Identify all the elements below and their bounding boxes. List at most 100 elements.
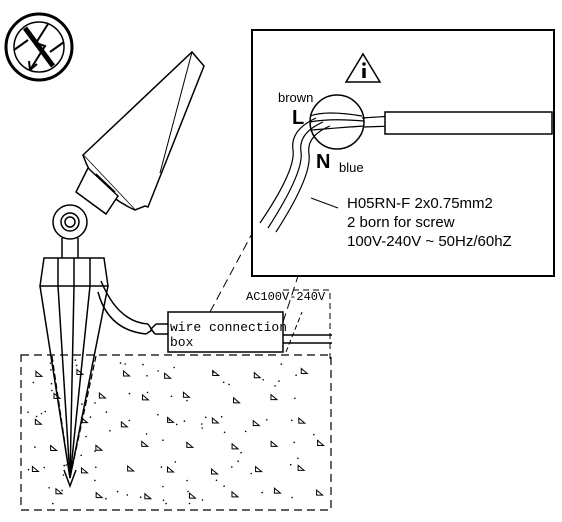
soil-dot <box>183 420 186 422</box>
no-high-voltage-prohibition-icon <box>4 12 74 82</box>
ground-soil <box>20 354 332 511</box>
soil-mark <box>316 489 324 496</box>
soil-mark <box>300 367 309 374</box>
soil-dot <box>168 419 171 421</box>
soil-dot <box>278 380 280 382</box>
soil-dot <box>50 382 53 385</box>
soil-mark <box>317 439 325 447</box>
soil-mark <box>255 465 263 473</box>
soil-dot <box>291 496 293 499</box>
soil-dot <box>62 474 65 476</box>
soil-dot <box>109 430 111 432</box>
soil-mark <box>188 492 197 499</box>
soil-mark <box>98 391 107 399</box>
soil-dot <box>145 433 148 435</box>
soil-dot <box>51 389 53 392</box>
terminal-n-label: N <box>316 151 330 173</box>
wiring-detail-inset: brown L N blue H05RN-F 2x0.75mm2 2 born … <box>251 29 555 277</box>
soil-dot <box>231 466 233 468</box>
soil-dot <box>262 379 265 381</box>
soil-dot <box>313 433 315 436</box>
soil-mark <box>120 420 129 428</box>
soil-dot <box>291 419 293 422</box>
soil-mark <box>123 369 131 377</box>
soil-dot <box>223 431 226 434</box>
soil-dot <box>188 502 191 505</box>
spotlight-head <box>81 50 205 211</box>
soil-dot <box>74 359 77 361</box>
soil-dot <box>48 487 50 489</box>
ground-spike <box>39 257 109 489</box>
soil-dot <box>146 391 149 394</box>
soil-dot <box>162 439 164 442</box>
soil-mark <box>270 440 279 447</box>
soil-mark <box>53 392 62 399</box>
soil-dot <box>81 403 83 405</box>
soil-mark <box>55 487 64 495</box>
soil-mark <box>127 464 136 472</box>
soil-dot <box>294 397 296 400</box>
soil-mark <box>298 417 307 424</box>
soil-dot <box>44 410 46 413</box>
lamp-cable <box>97 280 168 335</box>
soil-mark <box>253 371 262 379</box>
soil-dot <box>128 392 131 395</box>
cable-spec-text: H05RN-F 2x0.75mm2 <box>347 195 493 212</box>
callout-leader-lines <box>209 229 301 323</box>
soil-mark <box>167 465 175 473</box>
soil-dot <box>223 485 225 487</box>
soil-dot <box>250 472 252 475</box>
spike-embedded-section <box>51 355 97 479</box>
soil-dot <box>157 413 159 416</box>
soil-dot <box>240 451 242 454</box>
wire-connection-box <box>167 311 284 353</box>
soil-dot <box>293 441 296 444</box>
soil-dot <box>186 479 188 482</box>
soil-dot <box>212 371 214 374</box>
terminal-connector <box>309 94 553 150</box>
soil-dot <box>201 427 203 429</box>
soil-mark <box>141 393 150 401</box>
soil-dot <box>27 468 30 471</box>
soil-dot <box>63 464 65 467</box>
wire-color-blue: blue <box>339 160 364 175</box>
soil-dot <box>174 461 177 463</box>
soil-mark <box>297 464 306 471</box>
soil-mark <box>76 368 85 375</box>
soil-mark <box>31 465 40 472</box>
soil-dot <box>65 464 67 466</box>
soil-dot <box>162 485 164 488</box>
soil-dot <box>215 479 218 482</box>
soil-mark <box>50 444 59 452</box>
wire-color-brown: brown <box>278 90 313 105</box>
soil-dot <box>146 375 148 377</box>
soil-dot <box>27 411 29 414</box>
soil-dot <box>187 490 189 493</box>
soil-dot <box>289 463 292 466</box>
soil-dot <box>317 439 319 442</box>
soil-mark <box>270 393 279 401</box>
soil-dot <box>274 385 276 387</box>
soil-dot <box>170 395 173 398</box>
soil-dot <box>261 491 264 494</box>
voltage-spec-text: 100V-240V ~ 50Hz/60hZ <box>347 233 512 250</box>
soil-mark <box>167 416 175 423</box>
caution-triangle-info-icon <box>344 52 382 83</box>
spotlight-swivel <box>52 166 119 259</box>
soil-dot <box>220 416 223 418</box>
soil-dot <box>142 363 144 366</box>
soil-dot <box>165 502 167 505</box>
soil-dot <box>280 363 283 366</box>
soil-mark <box>95 491 104 499</box>
soil-dot <box>105 411 108 413</box>
soil-mark <box>273 487 282 494</box>
soil-dot <box>50 369 52 371</box>
soil-mark <box>231 490 240 498</box>
soil-mark <box>80 466 89 474</box>
soil-mark <box>141 440 150 447</box>
soil-dot <box>228 383 230 386</box>
soil-dot <box>94 479 96 482</box>
soil-mark <box>252 419 261 427</box>
